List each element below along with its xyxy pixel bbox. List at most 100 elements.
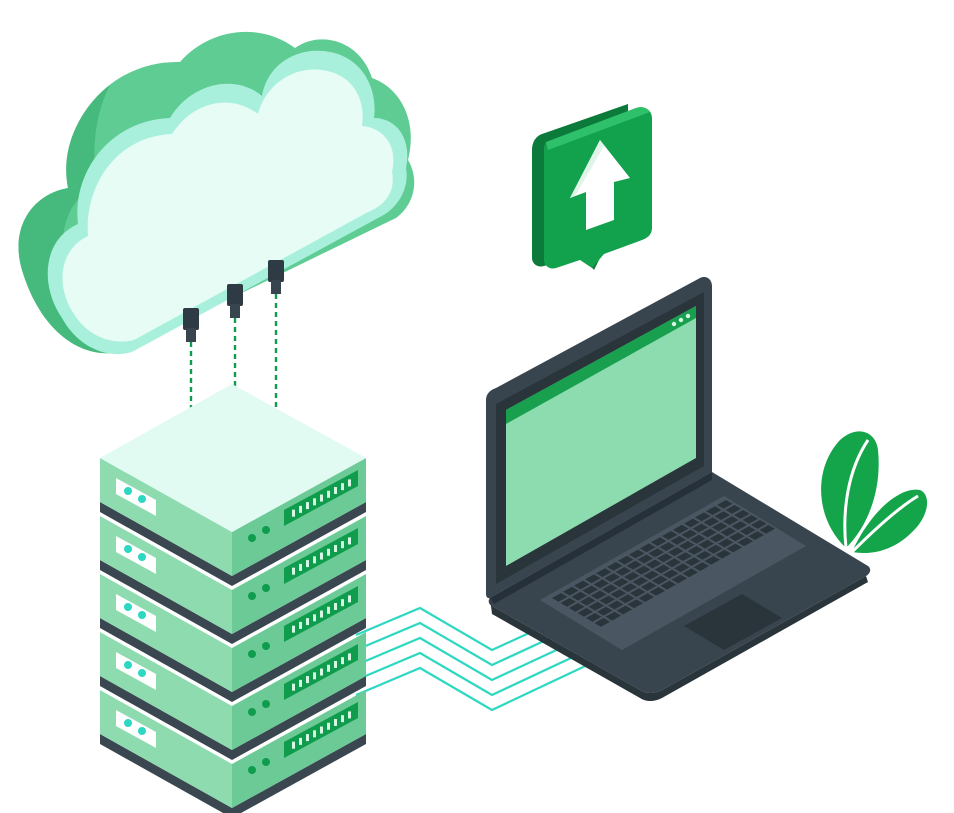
keyboard-key — [618, 555, 634, 565]
vent-slot — [306, 618, 309, 626]
keyboard-key — [674, 563, 690, 573]
status-light — [124, 603, 132, 611]
keyboard-key — [665, 558, 681, 568]
connector-plug — [183, 308, 199, 342]
status-light — [248, 708, 256, 716]
keyboard-key — [748, 531, 764, 540]
keyboard-key — [621, 583, 637, 592]
vent-slot — [299, 737, 302, 745]
keyboard-key — [651, 537, 667, 546]
status-light — [138, 495, 146, 503]
status-light — [262, 584, 270, 592]
laptop-trackpad — [684, 594, 782, 650]
keyboard-key — [616, 605, 632, 615]
keyboard-key — [734, 510, 750, 519]
drive-slot — [116, 710, 156, 748]
vent-slot — [299, 563, 302, 571]
status-light — [248, 534, 256, 542]
keyboard-key — [560, 598, 576, 607]
keyboard-key — [629, 549, 645, 559]
keyboard-key — [607, 562, 623, 571]
keyboard-key — [615, 567, 631, 576]
keyboard-key — [605, 611, 621, 621]
keyboard-key — [668, 547, 684, 556]
keyboard-key — [569, 603, 585, 612]
vent-slot — [334, 602, 337, 610]
keyboard-key — [742, 515, 758, 524]
server-unit — [100, 632, 366, 760]
status-light — [124, 719, 132, 727]
keyboard-key — [714, 511, 730, 520]
keyboard-key — [693, 562, 709, 571]
plant-leaves — [821, 431, 928, 554]
vent-slot — [341, 715, 344, 723]
cloud-side-shade — [18, 85, 121, 354]
keyboard-key — [613, 578, 629, 587]
keyboard-key — [632, 577, 648, 586]
keyboard-key — [707, 544, 723, 554]
keyboard-key — [731, 521, 747, 530]
keyboard-key — [638, 593, 654, 602]
server-unit — [100, 574, 366, 702]
vent-slot — [341, 657, 344, 665]
status-light — [262, 526, 270, 534]
keyboard-key — [571, 591, 587, 601]
vent-slot — [313, 730, 316, 738]
keyboard-key — [649, 587, 665, 596]
keyboard-key — [610, 589, 626, 599]
keyboard-key — [585, 574, 601, 584]
cloud-connectors — [183, 260, 284, 482]
keyboard-key — [574, 580, 590, 590]
vent-slot — [327, 722, 330, 730]
status-light — [262, 700, 270, 708]
keyboard-key — [673, 524, 689, 534]
server-unit — [100, 458, 366, 586]
keyboard-key — [704, 556, 720, 565]
status-light — [138, 553, 146, 561]
keyboard-key — [706, 506, 722, 515]
keyboard-key — [682, 568, 698, 578]
status-light — [124, 545, 132, 553]
keyboard-key — [676, 552, 692, 561]
keyboard-key — [630, 588, 646, 597]
drive-slot — [116, 536, 156, 574]
vent-slot — [320, 552, 323, 560]
keyboard-key — [681, 529, 697, 539]
keyboard-key — [641, 582, 657, 591]
keyboard-key — [552, 593, 568, 602]
keyboard-key — [597, 606, 613, 616]
vent-slot — [306, 734, 309, 742]
vent-slot — [320, 726, 323, 734]
vent-slot — [292, 683, 295, 691]
keyboard-key — [624, 572, 640, 581]
keyboard-key — [723, 516, 739, 525]
keyboard-key — [718, 538, 734, 548]
vent-slot — [348, 711, 351, 719]
keyboard-key — [685, 557, 701, 566]
keyboard-key — [599, 595, 615, 605]
keyboard-key — [703, 517, 719, 527]
status-light — [124, 661, 132, 669]
vent-slot — [306, 502, 309, 510]
vent-slot — [327, 548, 330, 556]
vent-slot — [299, 621, 302, 629]
keyboard-key — [646, 559, 662, 569]
keyboard-key — [698, 539, 714, 549]
vent-slot — [299, 505, 302, 513]
vent-slot — [313, 672, 316, 680]
status-light — [138, 669, 146, 677]
server-unit — [100, 690, 366, 813]
keyboard-key — [563, 586, 579, 596]
upload-badge — [532, 104, 652, 270]
drive-slot — [116, 478, 156, 516]
keyboard-key — [690, 534, 706, 544]
vent-slot — [348, 595, 351, 603]
keyboard-key — [586, 613, 602, 622]
server-unit — [100, 516, 366, 644]
keyboard-key — [663, 569, 679, 579]
status-light — [124, 487, 132, 495]
keyboard-key — [659, 542, 675, 551]
window-dot — [678, 317, 684, 323]
status-light — [248, 592, 256, 600]
